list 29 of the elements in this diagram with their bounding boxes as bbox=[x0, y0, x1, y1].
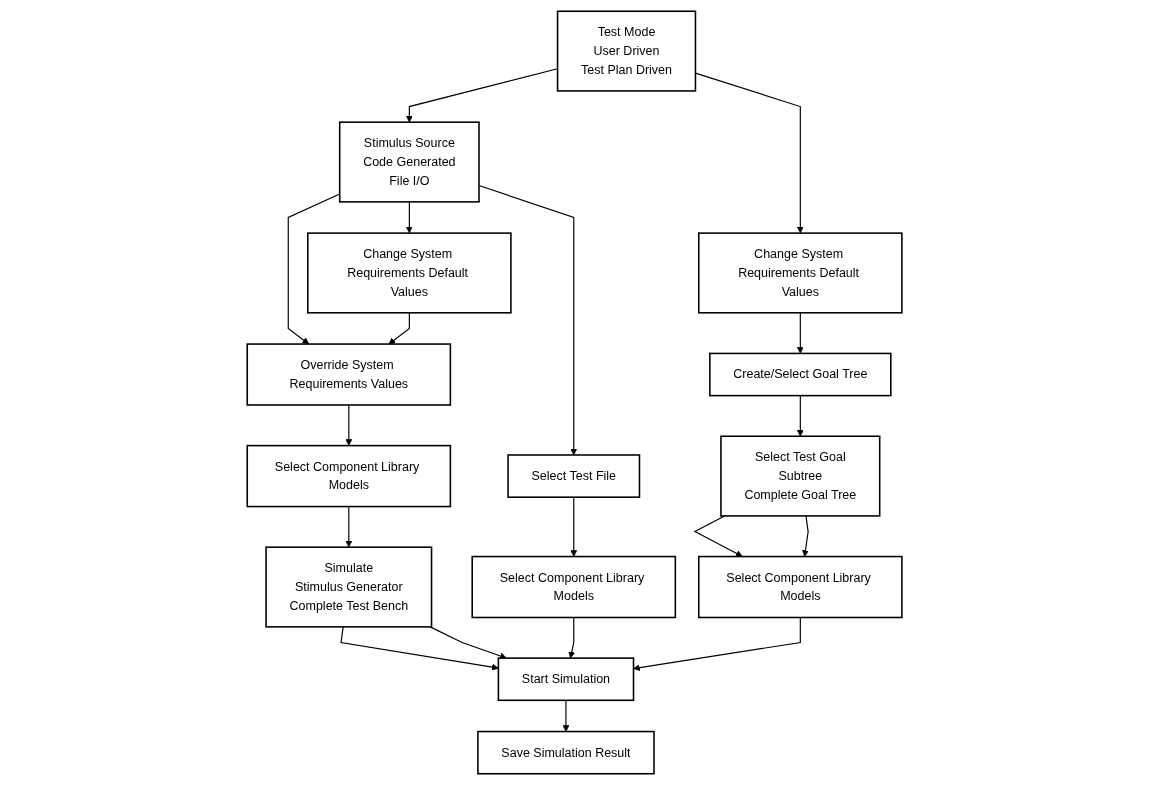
node-box: Test Mode User Driven Test Plan Driven bbox=[557, 10, 697, 92]
node-box: Change System Requirements Default Values bbox=[307, 232, 513, 314]
arrow bbox=[797, 395, 805, 437]
arrow bbox=[562, 699, 570, 732]
node-box: Change System Requirements Default Values bbox=[698, 232, 904, 314]
node-box: Override System Requirements Values bbox=[246, 343, 452, 406]
node-box: Select Component Library Models bbox=[698, 555, 904, 619]
arrow bbox=[570, 496, 578, 557]
node-box: Select Test File bbox=[507, 454, 641, 498]
node-box: Stimulus Source Code Generated File I/O bbox=[339, 121, 481, 203]
arrow bbox=[288, 193, 341, 345]
node-box: Select Component Library Models bbox=[246, 444, 452, 508]
node-box: Save Simulation Result bbox=[477, 730, 656, 775]
arrow bbox=[694, 515, 744, 557]
arrow bbox=[695, 72, 805, 234]
arrow bbox=[802, 515, 810, 557]
arrow bbox=[406, 201, 414, 234]
arrow bbox=[633, 616, 802, 672]
node-box: Create/Select Goal Tree bbox=[709, 352, 892, 397]
arrow bbox=[797, 312, 805, 354]
arrow bbox=[345, 404, 353, 446]
arrow bbox=[568, 616, 576, 659]
node-box: Simulate Stimulus Generator Complete Test Bench bbox=[265, 546, 433, 628]
arrow bbox=[430, 626, 507, 660]
node-box: Start Simulation bbox=[498, 657, 635, 702]
arrow bbox=[388, 312, 411, 345]
node-box: Select Component Library Models bbox=[471, 555, 677, 619]
arrow bbox=[345, 505, 353, 548]
node-box: Select Test Goal Subtree Complete Goal Tree bbox=[720, 435, 881, 517]
